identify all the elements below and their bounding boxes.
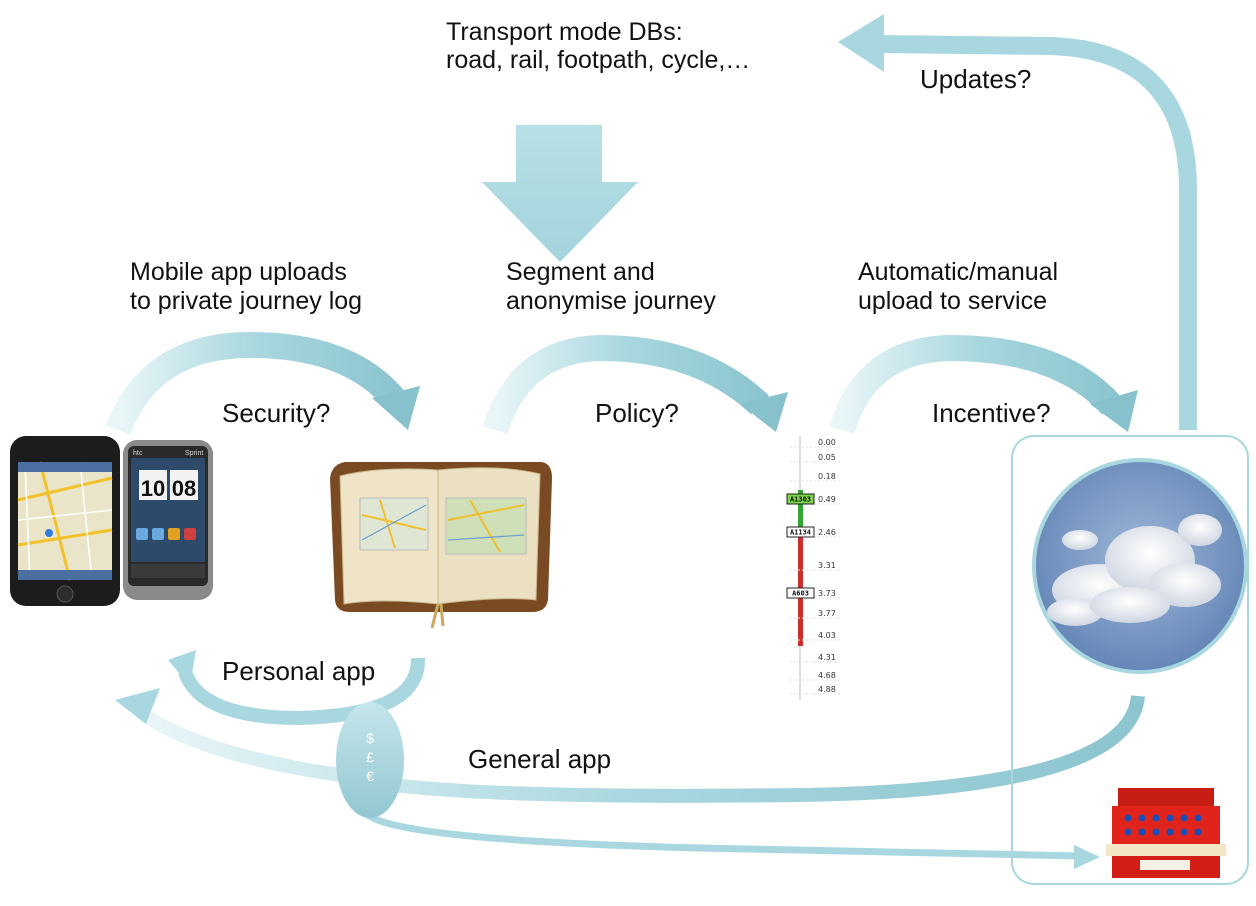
- transport-db-label: Transport mode DBs: road, rail, footpath…: [446, 18, 750, 74]
- cloud-image: [1032, 458, 1248, 674]
- log-distance-label: 4.03: [818, 631, 836, 640]
- incentive-label: Incentive?: [932, 398, 1051, 428]
- segment-line2: anonymise journey: [506, 287, 716, 315]
- road-badge: [786, 526, 815, 538]
- updates-arrow: [838, 14, 1197, 430]
- segment-label: Segment and anonymise journey: [506, 258, 716, 316]
- road-badge-label: A1303: [790, 496, 811, 504]
- road-badge-label: A1134: [790, 529, 811, 537]
- log-distance-label: 3.77: [818, 609, 836, 618]
- mobile-upload-line2: to private journey log: [130, 287, 363, 315]
- log-distance-label: 3.31: [818, 561, 836, 570]
- incentive-arc: [829, 334, 1138, 434]
- down-arrow: [482, 125, 638, 262]
- upload-service-line2: upload to service: [858, 287, 1048, 315]
- transport-db-line2: road, rail, footpath, cycle,…: [446, 46, 751, 74]
- htc-carrier-text: Sprint: [185, 450, 203, 457]
- log-distance-label: 0.00: [818, 438, 836, 447]
- log-distance-label: 0.18: [818, 472, 836, 481]
- dollar-sign: $: [366, 730, 374, 746]
- journey-log-book-image: [330, 462, 552, 629]
- policy-label: Policy?: [595, 398, 679, 428]
- general-app-arrow: [115, 688, 1145, 803]
- upload-service-label: Automatic/manual upload to service: [858, 258, 1058, 316]
- security-arc: [105, 331, 420, 435]
- log-distance-label: 4.88: [818, 685, 836, 694]
- mobile-upload-line1: Mobile app uploads: [130, 258, 347, 286]
- updates-label: Updates?: [920, 64, 1032, 94]
- iphone-image: [10, 436, 120, 606]
- mobile-upload-label: Mobile app uploads to private journey lo…: [130, 258, 362, 316]
- segment-log-strip: 0.00 0.05 0.18 0.49 2.46 3.31 3.73 3.77 4.03 4.31…: [786, 436, 840, 700]
- htc-phone-image: [123, 440, 213, 600]
- cash-register-image: [1106, 788, 1226, 878]
- pound-sign: £: [366, 749, 374, 765]
- clock-hour: 10: [141, 476, 165, 501]
- log-distance-label: 4.68: [818, 671, 836, 680]
- personal-app-label: Personal app: [222, 656, 376, 686]
- currency-oval: [336, 702, 404, 818]
- log-distance-label: 0.49: [818, 495, 836, 504]
- transport-db-line1: Transport mode DBs:: [446, 18, 683, 46]
- service-box: [1011, 435, 1249, 885]
- segment-line1: Segment and: [506, 258, 655, 286]
- htc-brand-text: htc: [133, 450, 143, 457]
- log-distance-label: 0.05: [818, 453, 836, 462]
- log-distance-label: 2.46: [818, 528, 836, 537]
- upload-service-line1: Automatic/manual: [858, 258, 1059, 286]
- road-badge: [786, 587, 815, 599]
- policy-arc: [482, 334, 788, 435]
- clock-minute: 08: [172, 476, 196, 501]
- log-distance-label: 3.73: [818, 589, 836, 598]
- payment-arrow: [365, 812, 1100, 869]
- personal-app-arrow: [168, 650, 425, 726]
- security-label: Security?: [222, 398, 331, 428]
- general-app-label: General app: [468, 744, 612, 774]
- euro-sign: €: [366, 768, 374, 784]
- road-badge-label: A603: [792, 590, 809, 598]
- log-distance-label: 4.31: [818, 653, 836, 662]
- road-badge: [786, 493, 815, 505]
